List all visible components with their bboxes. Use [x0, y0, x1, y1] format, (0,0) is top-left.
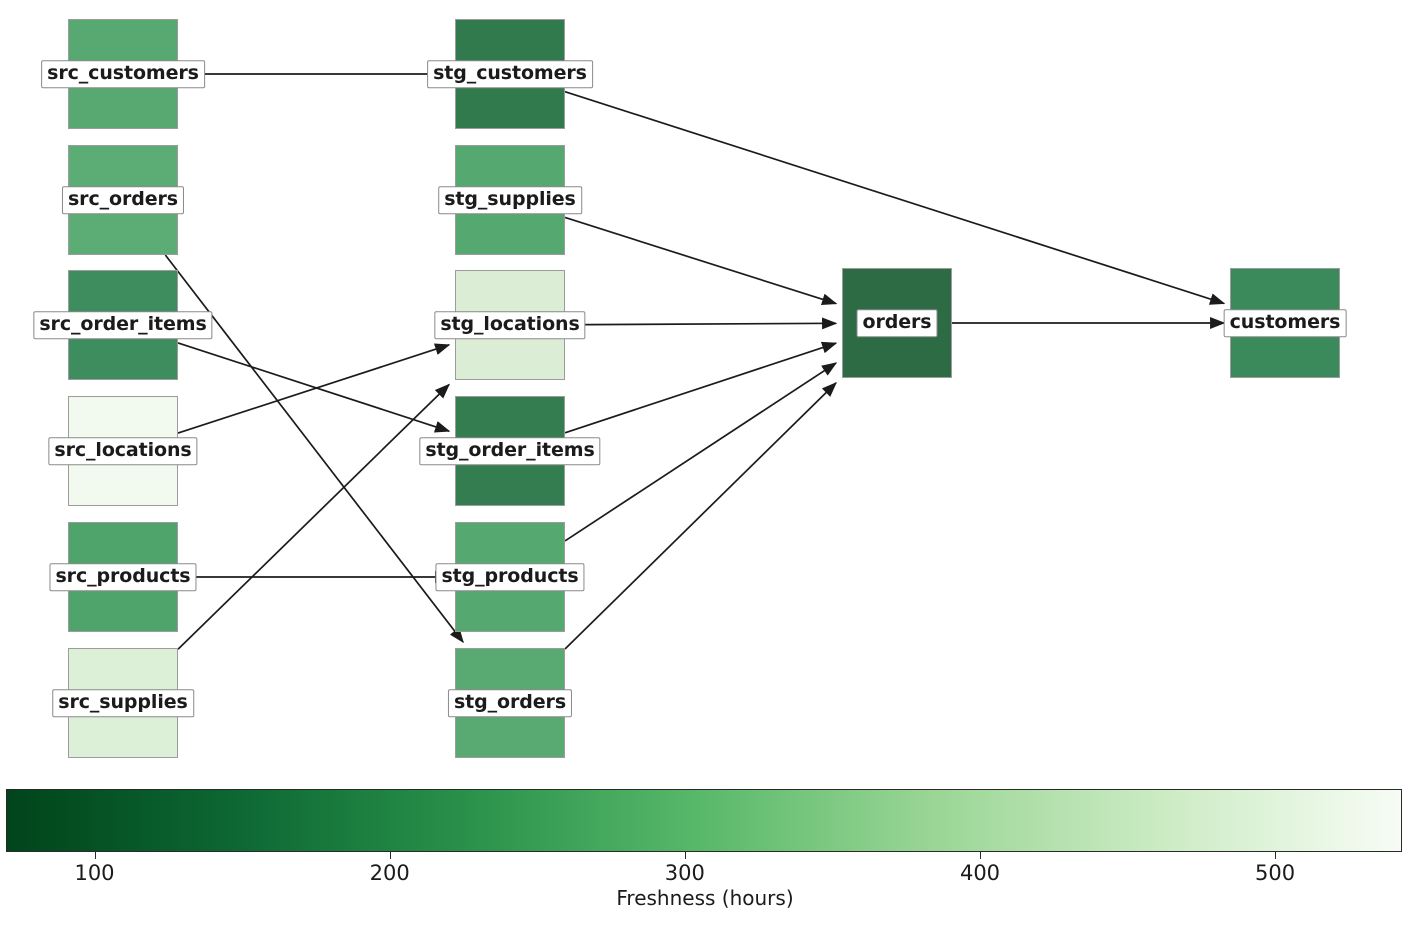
edge-stg_locations-to-orders	[564, 317, 838, 330]
node-label-src_products[interactable]: src_products	[49, 563, 197, 591]
edge-src_order_items-to-stg_order_items	[177, 342, 451, 433]
colorbar-tick-200	[389, 852, 391, 859]
colorbar-tick-400	[980, 852, 981, 859]
node-label-stg_supplies[interactable]: stg_supplies	[438, 186, 582, 214]
node-label-customers[interactable]: customers	[1223, 309, 1347, 337]
edge-stg_products-to-orders	[564, 362, 838, 542]
node-label-src_customers[interactable]: src_customers	[41, 60, 205, 88]
node-label-src_supplies[interactable]: src_supplies	[52, 689, 194, 717]
edge-src_supplies-to-stg_locations	[177, 383, 450, 650]
edge-stg_orders-to-orders	[564, 381, 837, 650]
node-label-orders[interactable]: orders	[856, 309, 938, 337]
colorbar-tick-label-100: 100	[74, 861, 115, 885]
edges-group	[164, 68, 1226, 650]
colorbar-gradient	[6, 789, 1402, 852]
node-label-stg_locations[interactable]: stg_locations	[434, 311, 586, 339]
colorbar-tick-500	[1275, 852, 1277, 859]
colorbar-tick-100	[94, 852, 96, 859]
node-label-src_locations[interactable]: src_locations	[48, 437, 198, 465]
node-label-stg_customers[interactable]: stg_customers	[427, 60, 593, 88]
edge-stg_customers-to-customers	[564, 90, 1226, 305]
node-label-stg_orders[interactable]: stg_orders	[447, 689, 573, 717]
node-label-stg_order_items[interactable]: stg_order_items	[419, 437, 601, 465]
edge-stg_order_items-to-orders	[564, 341, 838, 434]
colorbar: 100 200 300 400 500	[6, 789, 1402, 885]
colorbar-tick-300	[684, 852, 686, 859]
edge-stg_supplies-to-orders	[564, 216, 838, 306]
colorbar-tick-label-400: 400	[959, 861, 1001, 885]
node-label-src_order_items[interactable]: src_order_items	[33, 311, 213, 339]
colorbar-tick-label-500: 500	[1255, 861, 1296, 885]
node-label-stg_products[interactable]: stg_products	[435, 563, 585, 591]
colorbar-tick-label-300: 300	[664, 861, 705, 885]
node-label-src_orders[interactable]: src_orders	[61, 186, 185, 214]
colorbar-axis-label: Freshness (hours)	[616, 886, 794, 910]
colorbar-tick-label-200: 200	[369, 861, 410, 885]
edge-src_locations-to-stg_locations	[177, 343, 451, 434]
